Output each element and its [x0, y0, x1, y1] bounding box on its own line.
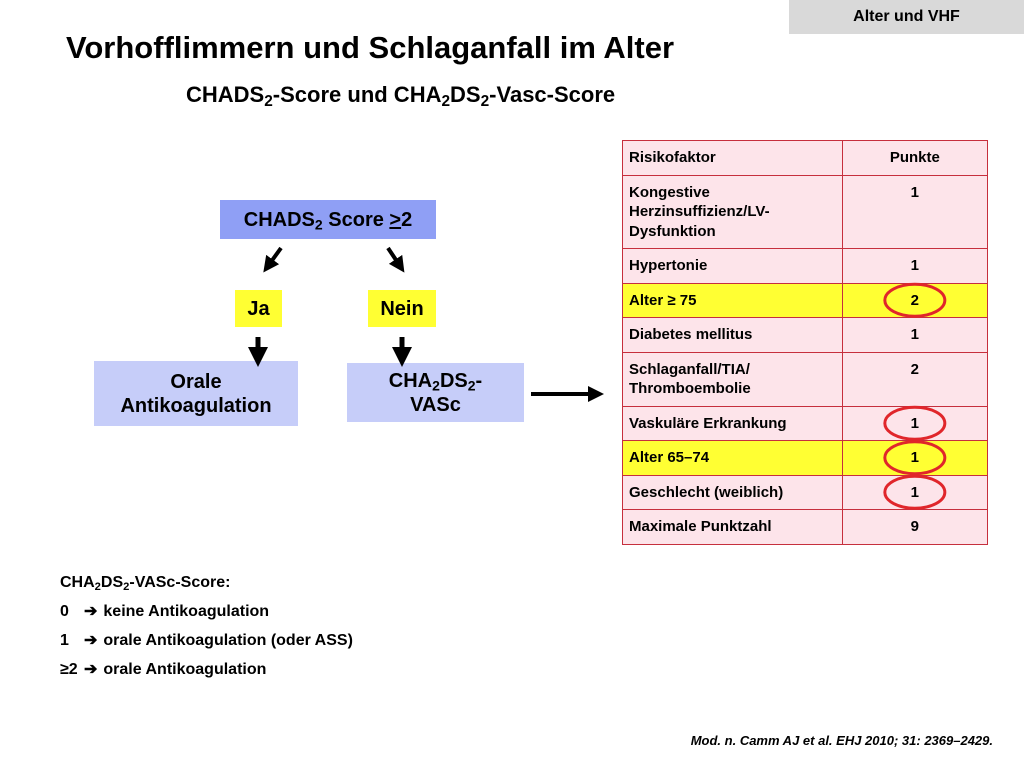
- arrow-to-yes: [263, 246, 283, 273]
- right-arrow-icon: ➔: [84, 661, 98, 678]
- table-header-row: Risikofaktor Punkte: [622, 140, 989, 176]
- oral-anticoagulation-box: Orale Antikoagulation: [94, 361, 298, 426]
- citation: Mod. n. Camm AJ et al. EHJ 2010; 31: 236…: [690, 733, 993, 748]
- score-recommendation: orale Antikoagulation: [103, 661, 267, 678]
- page-title: Vorhofflimmern und Schlaganfall im Alter: [66, 30, 675, 65]
- circle-annotation: [883, 405, 947, 441]
- score-recommendation: orale Antikoagulation (oder ASS): [103, 632, 353, 649]
- score-legend-item: 1 ➔ orale Antikoagulation (oder ASS): [60, 626, 353, 655]
- points-cell: 2: [841, 351, 989, 407]
- risk-factor-cell: Alter 65–74: [622, 440, 843, 476]
- points-cell: 2: [841, 282, 989, 318]
- yes-label: Ja: [235, 290, 282, 327]
- circle-annotation: [883, 440, 947, 476]
- risk-factor-table: Risikofaktor Punkte Kongestive Herzinsuf…: [622, 140, 989, 545]
- cha2ds2-vasc-box: CHA2DS2-VASc: [347, 363, 524, 422]
- risk-factor-cell: Maximale Punktzahl: [622, 509, 843, 545]
- points-cell: 9: [841, 509, 989, 545]
- score-recommendation: keine Antikoagulation: [103, 603, 270, 620]
- header-points: Punkte: [841, 140, 989, 176]
- chads-score-box: CHADS2 Score >2: [220, 200, 436, 239]
- points-cell: 1: [841, 174, 989, 249]
- risk-factor-cell: Alter ≥ 75: [622, 282, 843, 318]
- no-label: Nein: [368, 290, 436, 327]
- score-legend-heading: CHA2DS2-VASc-Score:: [60, 574, 231, 593]
- risk-factor-cell: Geschlecht (weiblich): [622, 474, 843, 510]
- right-arrow-icon: ➔: [84, 603, 98, 620]
- circle-annotation: [883, 282, 947, 318]
- arrow-to-no: [386, 246, 405, 273]
- score-level: 1: [60, 632, 69, 649]
- section-tag: Alter und VHF: [789, 0, 1024, 34]
- risk-factor-cell: Diabetes mellitus: [622, 317, 843, 353]
- score-legend-item: ≥2 ➔ orale Antikoagulation: [60, 655, 353, 684]
- circle-annotation: [883, 474, 947, 510]
- right-arrow-icon: ➔: [84, 632, 98, 649]
- table-row: Kongestive Herzinsuffizienz/LV-Dysfunkti…: [622, 174, 989, 249]
- page-subtitle: CHADS2-Score und CHA2DS2-Vasc-Score: [186, 82, 616, 110]
- points-cell: 1: [841, 317, 989, 353]
- table-row: Geschlecht (weiblich)1: [622, 474, 989, 510]
- header-risk-factor: Risikofaktor: [622, 140, 843, 176]
- risk-factor-cell: Kongestive Herzinsuffizienz/LV-Dysfunkti…: [622, 174, 843, 249]
- points-cell: 1: [841, 440, 989, 476]
- score-level: 0: [60, 603, 69, 620]
- score-level: ≥2: [60, 661, 78, 678]
- points-cell: 1: [841, 474, 989, 510]
- risk-factor-cell: Schlaganfall/TIA/ Thromboembolie: [622, 351, 843, 407]
- score-legend-item: 0 ➔ keine Antikoagulation: [60, 597, 353, 626]
- score-legend: CHA2DS2-VASc-Score: 0 ➔ keine Antikoagulat…: [60, 568, 353, 684]
